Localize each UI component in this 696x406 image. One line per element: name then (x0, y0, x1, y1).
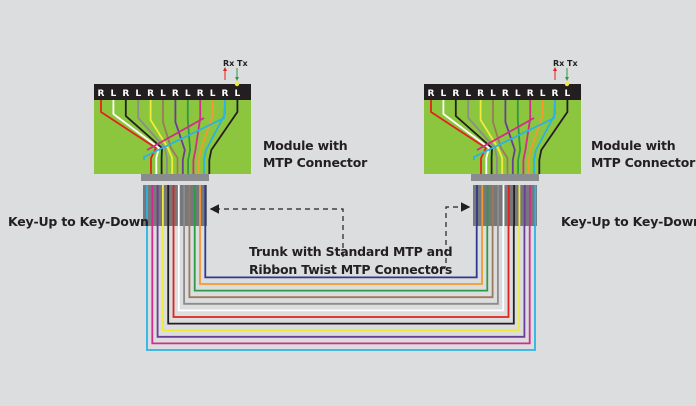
module-fiber-white (442, 100, 490, 174)
connector-body (473, 185, 537, 226)
callout-arrow-right (432, 202, 471, 268)
module-fiber-orange (527, 100, 544, 174)
port-label: L (135, 89, 141, 99)
module-fiber-slate (137, 100, 168, 174)
port-label: R (502, 89, 509, 99)
module-fiber-yellow (479, 100, 504, 174)
port-label: L (210, 89, 216, 99)
module-fiber-white (112, 100, 160, 174)
trunk-fiber-red (172, 226, 510, 318)
port-label: L (160, 89, 166, 99)
tx-arrowhead-icon (235, 77, 239, 81)
rx-label-left: Rx (223, 59, 235, 68)
module-fiber-rose (522, 100, 532, 174)
port-label: R (172, 89, 179, 99)
key-marker-icon (234, 81, 240, 87)
module-fiber-rose-cross (476, 117, 535, 151)
trunk-fiber-white (177, 226, 505, 312)
port-label: L (185, 89, 191, 99)
module-fiber-violet (174, 100, 186, 174)
rx-label-right: Rx (553, 59, 565, 68)
trunk-label-line2: Ribbon Twist MTP Connectors (249, 262, 453, 277)
callout-arrow-left (209, 204, 344, 257)
connector-body (143, 185, 207, 226)
trunk-fiber-orange (199, 226, 483, 285)
rx-arrowhead-icon (553, 67, 557, 71)
module-fiber-orange (197, 100, 214, 174)
module-fiber-brown (162, 100, 179, 174)
module-label-line2: MTP Connector (263, 155, 368, 170)
port-label: L (111, 89, 117, 99)
port-label: R (552, 89, 559, 99)
trunk-fiber-loops (146, 226, 536, 351)
trunk-label: Trunk with Standard MTP and Ribbon Twist… (249, 243, 453, 279)
module-fiber-black (208, 100, 239, 174)
mtp-connector-left (141, 174, 209, 226)
module-fiber-rose-cross (146, 117, 205, 151)
mtp-connector-right (471, 174, 539, 226)
port-strip (424, 84, 581, 100)
port-label: R (527, 89, 534, 99)
tx-label-right: Tx (567, 59, 578, 68)
trunk-fiber-green (193, 226, 489, 292)
key-orientation-label-right: Key-Up to Key-Down (561, 214, 696, 229)
trunk-fiber-aqua (146, 226, 536, 351)
module-label-right: Module with MTP Connector (591, 137, 695, 171)
port-label: L (235, 89, 241, 99)
rx-arrowhead-icon (223, 67, 227, 71)
port-label: R (222, 89, 229, 99)
module-fiber-brown (492, 100, 509, 174)
trunk-fiber-brown (188, 226, 494, 299)
trunk-label-line1: Trunk with Standard MTP and (249, 244, 453, 259)
port-label: L (490, 89, 496, 99)
module-fiber-violet (504, 100, 516, 174)
module-label-line2: MTP Connector (591, 155, 696, 170)
trunk-fiber-violet (156, 226, 526, 338)
module-fiber-rose (192, 100, 202, 174)
port-label: L (515, 89, 521, 99)
module-fiber-slate (467, 100, 498, 174)
port-label: L (540, 89, 546, 99)
port-label: R (122, 89, 129, 99)
module-fiber-green (186, 100, 191, 174)
connectors (141, 174, 539, 226)
port-label: R (477, 89, 484, 99)
module-fiber-aqua-cross (143, 99, 226, 160)
trunk-fiber-blue (204, 226, 478, 279)
key-marker-icon (564, 81, 570, 87)
port-label: L (465, 89, 471, 99)
module-fiber-green (516, 100, 521, 174)
port-label: R (197, 89, 204, 99)
connector-ferrule (471, 174, 539, 181)
module-fiber-red (430, 100, 487, 174)
module-fiber-yellow (149, 100, 174, 174)
trunk-callout-arrows (209, 202, 471, 268)
tx-arrowhead-icon (565, 77, 569, 81)
module-fiber-black (538, 100, 569, 174)
port-label: L (565, 89, 571, 99)
module-label-left: Module with MTP Connector (263, 137, 367, 171)
trunk-fiber-black (167, 226, 515, 325)
module-fiber-aqua-cross (473, 99, 556, 160)
port-label: R (147, 89, 154, 99)
tx-label-left: Tx (237, 59, 248, 68)
key-orientation-label-left: Key-Up to Key-Down (8, 214, 149, 229)
connector-ferrule (141, 174, 209, 181)
trunk-fiber-rose (151, 226, 531, 345)
port-label: L (441, 89, 447, 99)
port-label: R (98, 89, 105, 99)
trunk-fiber-slate (183, 226, 499, 305)
module-fiber-red (100, 100, 157, 174)
trunk-fiber-yellow (162, 226, 520, 332)
port-strip (94, 84, 251, 100)
port-label: R (452, 89, 459, 99)
module-label-line1: Module with (263, 138, 348, 153)
port-label: R (428, 89, 435, 99)
module-label-line1: Module with (591, 138, 676, 153)
